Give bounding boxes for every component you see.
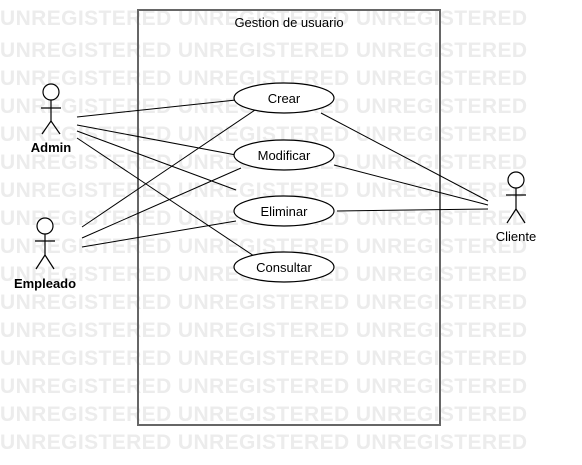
use-case-eliminar[interactable]: Eliminar — [233, 195, 335, 227]
actor-empleado[interactable]: Empleado — [14, 217, 76, 291]
watermark-row: UNREGISTERED UNREGISTERED UNREGISTERED — [0, 67, 528, 90]
system-boundary[interactable] — [137, 9, 441, 426]
association-empleado-modificar[interactable] — [81, 167, 242, 239]
actor-label: Cliente — [496, 229, 536, 244]
association-empleado-eliminar[interactable] — [81, 220, 237, 248]
association-cliente-crear[interactable] — [320, 112, 489, 202]
use-case-ellipse — [233, 82, 335, 114]
association-cliente-modificar[interactable] — [333, 164, 489, 206]
system-title: Gestion de usuario — [234, 15, 343, 30]
use-case-ellipse — [233, 139, 335, 171]
use-case-consultar[interactable]: Consultar — [233, 251, 335, 283]
watermark-row: UNREGISTERED UNREGISTERED UNREGISTERED — [0, 319, 528, 342]
use-case-ellipse — [233, 251, 335, 283]
use-case-crear[interactable]: Crear — [233, 82, 335, 114]
watermark-row: UNREGISTERED UNREGISTERED UNREGISTERED — [0, 403, 528, 426]
association-lines — [76, 99, 489, 257]
association-empleado-crear[interactable] — [81, 109, 256, 228]
association-admin-consultar[interactable] — [76, 137, 255, 257]
watermark-row: UNREGISTERED UNREGISTERED UNREGISTERED — [0, 375, 528, 398]
watermark-row: UNREGISTERED UNREGISTERED UNREGISTERED — [0, 39, 528, 62]
stick-figure-icon — [41, 83, 61, 135]
use-case-ellipse — [233, 195, 335, 227]
stick-figure-icon — [506, 171, 526, 224]
actor-cliente[interactable]: Cliente — [496, 171, 536, 244]
association-admin-modificar[interactable] — [76, 124, 237, 156]
use-case-modificar[interactable]: Modificar — [233, 139, 335, 171]
actor-label: Admin — [31, 140, 72, 155]
use-case-label: Eliminar — [261, 204, 309, 219]
association-admin-crear[interactable] — [76, 99, 237, 118]
actor-admin[interactable]: Admin — [31, 83, 72, 155]
association-admin-eliminar[interactable] — [76, 130, 237, 191]
watermark-row: UNREGISTERED UNREGISTERED UNREGISTERED — [0, 291, 528, 314]
association-cliente-eliminar[interactable] — [336, 208, 489, 212]
use-case-label: Crear — [268, 91, 301, 106]
use-case-label: Consultar — [256, 260, 312, 275]
watermark-row: UNREGISTERED UNREGISTERED UNREGISTERED — [0, 431, 528, 454]
actor-label: Empleado — [14, 276, 76, 291]
watermark-row: UNREGISTERED UNREGISTERED UNREGISTERED — [0, 347, 528, 370]
use-case-label: Modificar — [258, 148, 311, 163]
stick-figure-icon — [35, 217, 55, 270]
watermark-row: UNREGISTERED UNREGISTERED UNREGISTERED — [0, 179, 528, 202]
watermark-row: UNREGISTERED UNREGISTERED UNREGISTERED — [0, 7, 528, 30]
